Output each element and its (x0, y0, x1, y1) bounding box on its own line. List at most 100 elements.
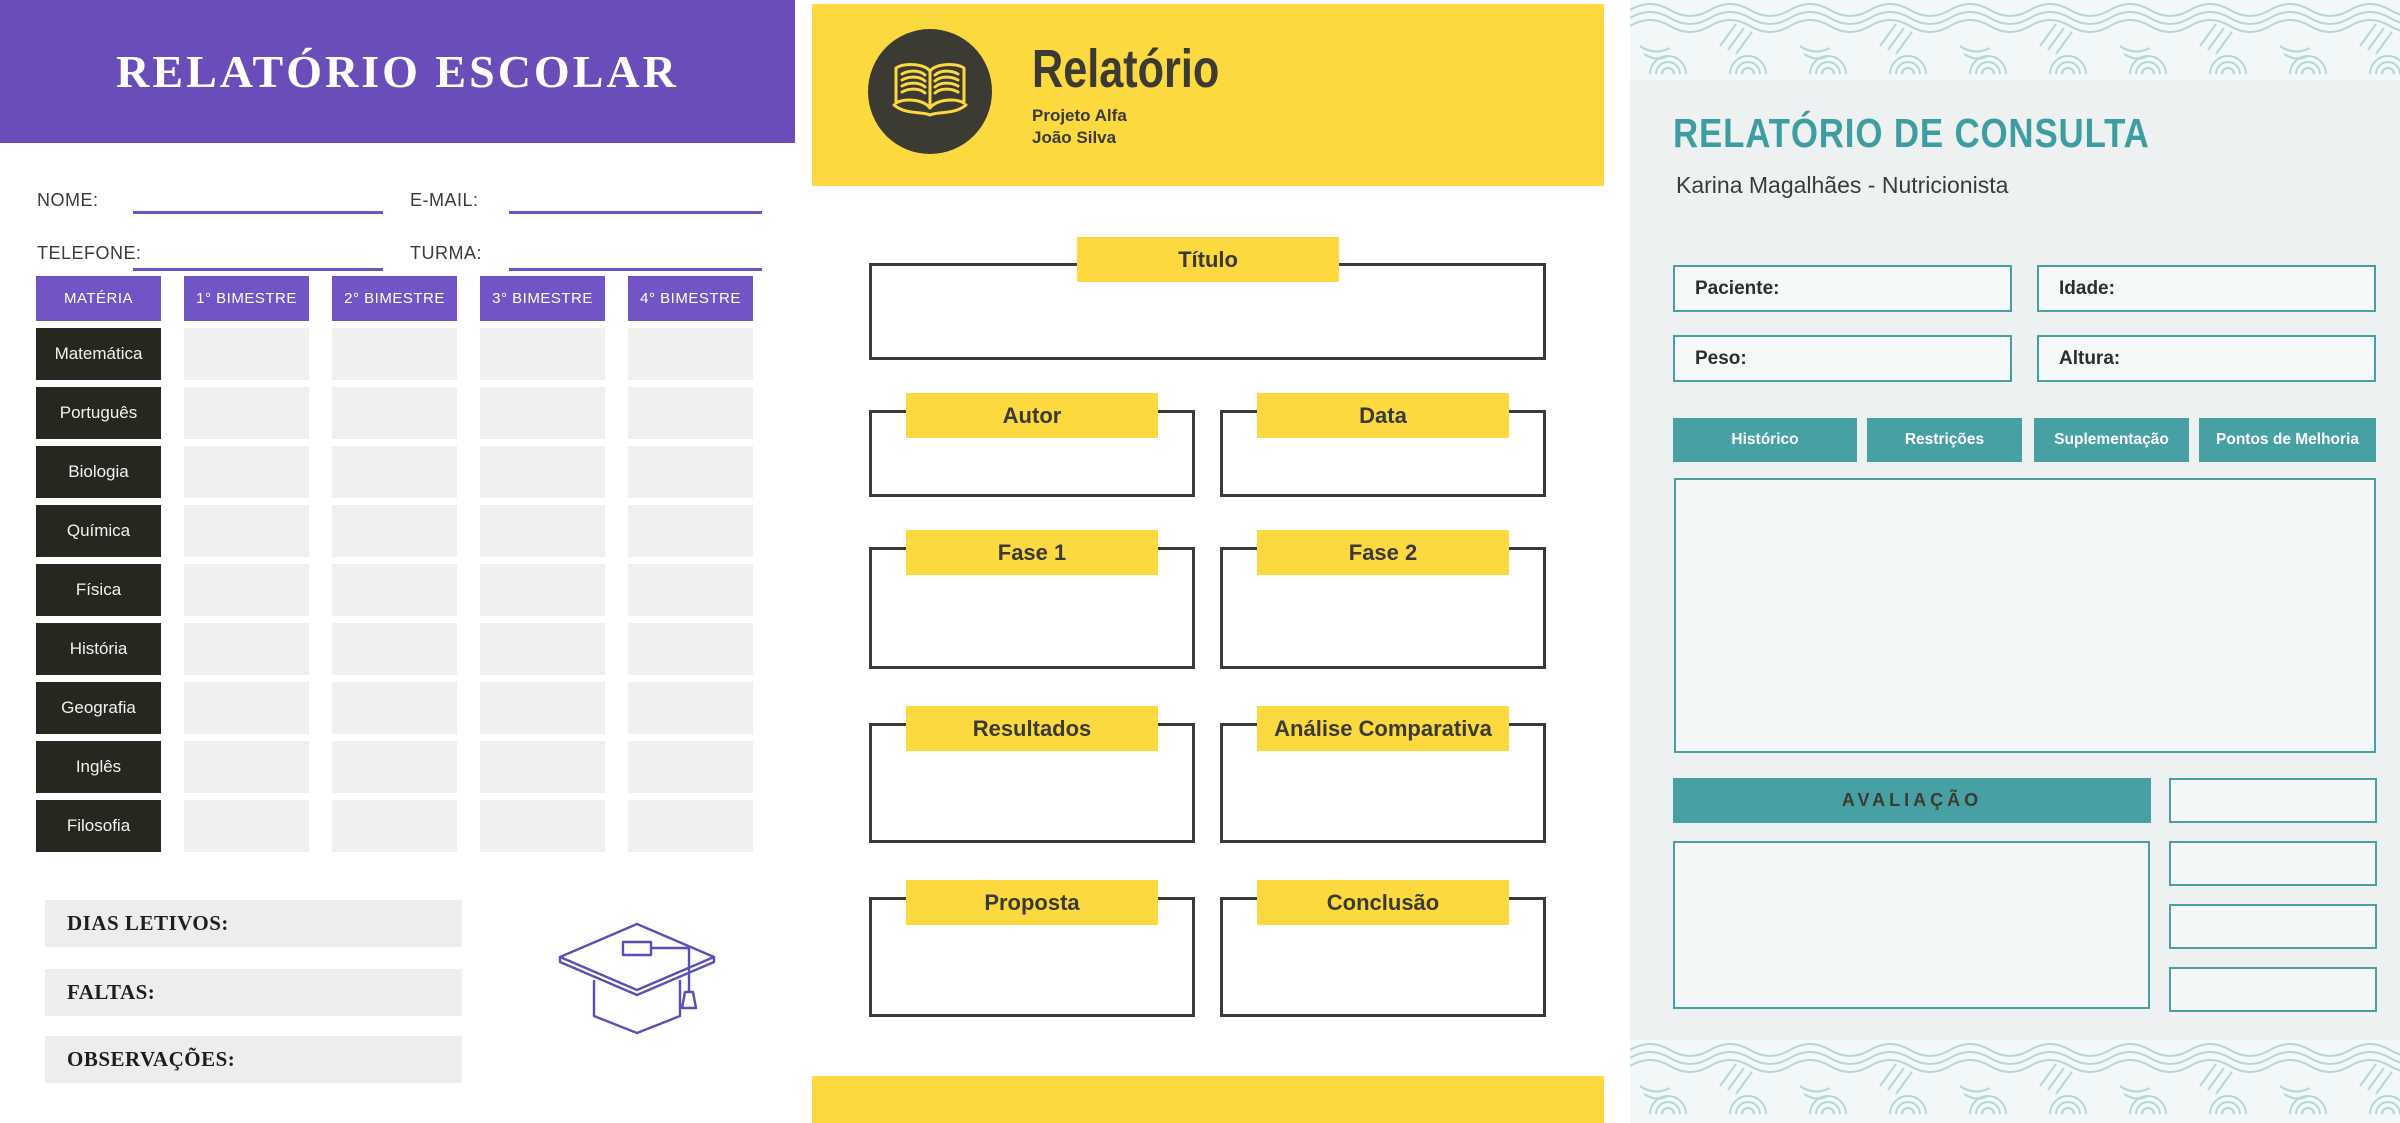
grade-cell[interactable] (332, 800, 457, 852)
grade-cell[interactable] (332, 328, 457, 380)
grade-cell[interactable] (184, 387, 309, 439)
turma-input[interactable] (509, 268, 762, 271)
grade-cell[interactable] (184, 564, 309, 616)
graduation-cap-icon (558, 922, 716, 1035)
grade-cell[interactable] (480, 623, 605, 675)
avaliacao-label: AVALIAÇÃO (1841, 790, 1983, 810)
consult-report-subtitle: Karina Magalhães - Nutricionista (1676, 172, 2009, 198)
grade-cell[interactable] (628, 446, 753, 498)
table-header-bimestre-1: 1° BIMESTRE (184, 276, 309, 321)
conclusao-label: Conclusão (1257, 880, 1509, 925)
avaliacao-notes-box[interactable] (1673, 841, 2150, 1009)
grade-cell[interactable] (628, 682, 753, 734)
turma-label: TURMA: (410, 243, 482, 263)
idade-field[interactable]: Idade: (2037, 265, 2376, 312)
table-header-bimestre-4: 4° BIMESTRE (628, 276, 753, 321)
subject-cell: Biologia (36, 446, 161, 498)
observacoes-field[interactable]: OBSERVAÇÕES: (45, 1036, 462, 1083)
grade-cell[interactable] (332, 505, 457, 557)
grade-cell[interactable] (480, 387, 605, 439)
idade-label: Idade: (2059, 277, 2115, 299)
grade-cell[interactable] (480, 800, 605, 852)
tab-restricoes[interactable]: Restrições (1867, 418, 2022, 462)
project-report-footer (812, 1076, 1604, 1123)
grade-cell[interactable] (480, 505, 605, 557)
grade-cell[interactable] (332, 387, 457, 439)
altura-field[interactable]: Altura: (2037, 335, 2376, 382)
fase2-label: Fase 2 (1257, 530, 1509, 575)
grade-cell[interactable] (184, 505, 309, 557)
table-header-bimestre-2: 2° BIMESTRE (332, 276, 457, 321)
autor-label: Autor (906, 393, 1158, 438)
grade-cell[interactable] (332, 682, 457, 734)
wave-pattern-top (1630, 0, 2400, 80)
author-name: João Silva (1032, 128, 1117, 147)
open-book-icon (892, 62, 968, 116)
grade-cell[interactable] (184, 800, 309, 852)
grade-cell[interactable] (480, 741, 605, 793)
email-input[interactable] (509, 211, 762, 214)
grade-cell[interactable] (184, 446, 309, 498)
subject-cell: Geografia (36, 682, 161, 734)
wave-pattern-bottom (1630, 1040, 2400, 1123)
tab-suplementacao[interactable]: Suplementação (2034, 418, 2189, 462)
tab-restricoes-label: Restrições (1904, 431, 1985, 448)
grade-cell[interactable] (332, 623, 457, 675)
nome-input[interactable] (133, 211, 383, 214)
grade-cell[interactable] (628, 623, 753, 675)
avaliacao-side-box[interactable] (2169, 778, 2377, 823)
project-name: Projeto Alfa (1032, 106, 1127, 125)
telefone-input[interactable] (133, 268, 383, 271)
grade-cell[interactable] (332, 564, 457, 616)
tab-pontos-de-melhoria[interactable]: Pontos de Melhoria (2199, 418, 2376, 462)
grade-cell[interactable] (628, 387, 753, 439)
resultados-label: Resultados (906, 706, 1158, 751)
grade-cell[interactable] (628, 741, 753, 793)
observacoes-label: OBSERVAÇÕES: (67, 1047, 236, 1071)
paciente-field[interactable]: Paciente: (1673, 265, 2012, 312)
dias-letivos-field[interactable]: DIAS LETIVOS: (45, 900, 462, 947)
proposta-label-text: Proposta (984, 889, 1080, 915)
grade-cell[interactable] (480, 446, 605, 498)
faltas-field[interactable]: FALTAS: (45, 969, 462, 1016)
dias-letivos-label: DIAS LETIVOS: (67, 911, 229, 935)
notes-box[interactable] (1674, 478, 2376, 753)
peso-field[interactable]: Peso: (1673, 335, 2012, 382)
avaliacao-item-box-2[interactable] (2169, 904, 2377, 949)
faltas-label: FALTAS: (67, 980, 156, 1004)
subject-cell: Inglês (36, 741, 161, 793)
grade-cell[interactable] (480, 682, 605, 734)
tab-historico[interactable]: Histórico (1673, 418, 1857, 462)
peso-label: Peso: (1695, 347, 1747, 369)
grade-cell[interactable] (332, 446, 457, 498)
subject-cell: Português (36, 387, 161, 439)
grade-cell[interactable] (480, 328, 605, 380)
project-report-title: Relatório (1032, 39, 1220, 99)
email-label: E-MAIL: (410, 190, 479, 210)
table-header-materia: MATÉRIA (36, 276, 161, 321)
subject-cell: Física (36, 564, 161, 616)
grade-cell[interactable] (628, 328, 753, 380)
subject-cell: Química (36, 505, 161, 557)
avaliacao-item-box-3[interactable] (2169, 967, 2377, 1012)
avaliacao-item-box-1[interactable] (2169, 841, 2377, 886)
fase1-label-text: Fase 1 (997, 539, 1067, 565)
subject-cell: História (36, 623, 161, 675)
subject-cell: Matemática (36, 328, 161, 380)
telefone-label: TELEFONE: (37, 243, 142, 263)
consult-report-title: RELATÓRIO DE CONSULTA (1673, 110, 2150, 156)
grade-cell[interactable] (628, 505, 753, 557)
grade-cell[interactable] (184, 328, 309, 380)
nome-label: NOME: (37, 190, 99, 210)
book-icon-badge (868, 29, 992, 154)
grade-cell[interactable] (184, 682, 309, 734)
paciente-label: Paciente: (1695, 277, 1780, 299)
grade-cell[interactable] (332, 741, 457, 793)
grade-cell[interactable] (184, 623, 309, 675)
grade-cell[interactable] (184, 741, 309, 793)
grade-cell[interactable] (628, 800, 753, 852)
grade-cell[interactable] (480, 564, 605, 616)
avaliacao-header: AVALIAÇÃO (1673, 778, 2151, 823)
grade-cell[interactable] (628, 564, 753, 616)
